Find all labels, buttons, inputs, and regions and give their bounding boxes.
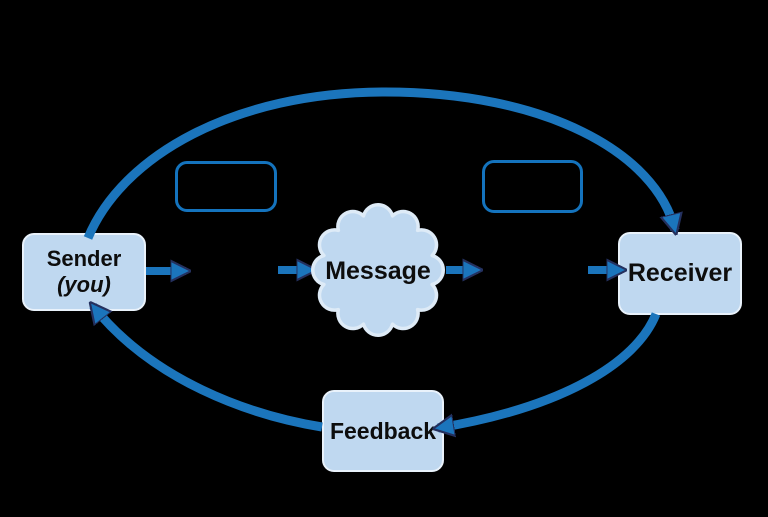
- sender-label: Sender: [46, 246, 122, 271]
- arc-sender-to-receiver-icon: [83, 87, 675, 240]
- sender-node: Sender (you): [22, 233, 146, 311]
- feedback-label: Feedback: [329, 417, 437, 444]
- empty-box-right: [482, 160, 583, 213]
- sender-sublabel: (you): [57, 272, 111, 297]
- arc-receiver-to-feedback-icon: [438, 312, 661, 428]
- arc-feedback-to-sender-icon: [93, 306, 323, 432]
- message-label: Message: [325, 257, 431, 285]
- receiver-node: Receiver: [618, 232, 742, 315]
- feedback-node: Feedback: [322, 390, 444, 472]
- receiver-label: Receiver: [627, 259, 733, 287]
- empty-box-left: [175, 161, 277, 212]
